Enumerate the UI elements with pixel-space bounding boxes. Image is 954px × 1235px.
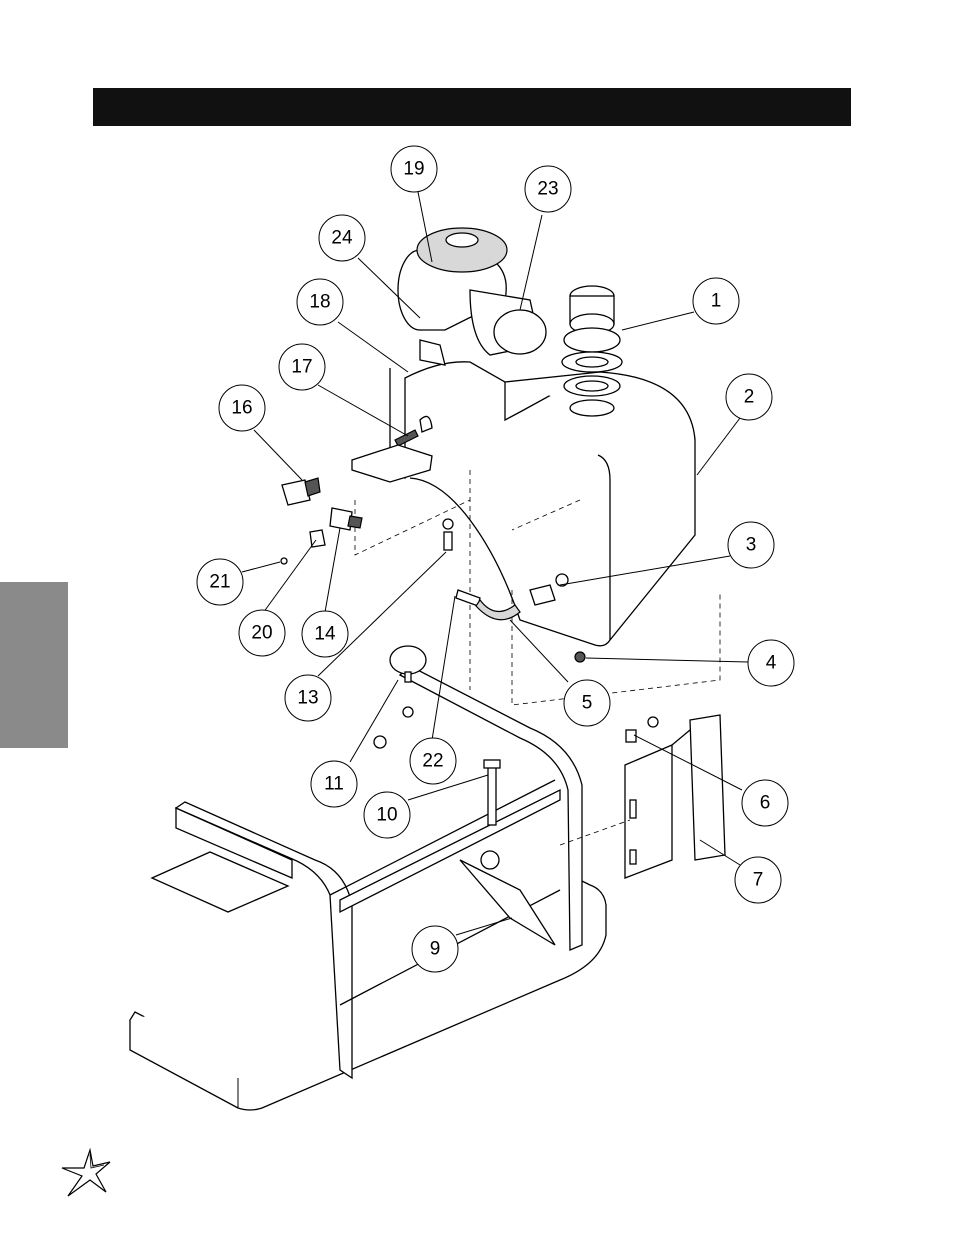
svg-text:19: 19 (403, 159, 424, 180)
svg-text:10: 10 (376, 805, 397, 826)
svg-text:13: 13 (297, 688, 318, 709)
callout-18: 18 (297, 279, 343, 325)
callout-2: 2 (726, 374, 772, 420)
callout-23: 23 (525, 166, 571, 212)
callout-24: 24 (319, 215, 365, 261)
svg-text:20: 20 (251, 623, 272, 644)
callout-21: 21 (197, 559, 243, 605)
svg-text:16: 16 (231, 398, 252, 419)
svg-text:21: 21 (209, 572, 230, 593)
callout-20: 20 (239, 610, 285, 656)
callout-1: 1 (693, 278, 739, 324)
svg-text:3: 3 (746, 535, 757, 556)
callout-3: 3 (728, 522, 774, 568)
callout-7: 7 (735, 857, 781, 903)
callout-17: 17 (279, 344, 325, 390)
callout-10: 10 (364, 792, 410, 838)
svg-text:23: 23 (537, 179, 558, 200)
callout-9: 9 (412, 926, 458, 972)
callout-5: 5 (564, 680, 610, 726)
svg-text:18: 18 (309, 292, 330, 313)
star-burst-logo-icon (60, 1148, 112, 1198)
callout-4: 4 (748, 640, 794, 686)
callout-22: 22 (410, 738, 456, 784)
callout-11: 11 (311, 761, 357, 807)
svg-text:14: 14 (314, 624, 336, 645)
svg-text:4: 4 (766, 653, 777, 674)
svg-text:9: 9 (430, 939, 441, 960)
svg-text:5: 5 (582, 693, 593, 714)
frame-assembly (130, 666, 606, 1110)
svg-text:24: 24 (331, 228, 353, 249)
svg-text:7: 7 (753, 870, 764, 891)
callout-14: 14 (302, 611, 348, 657)
svg-text:17: 17 (291, 357, 312, 378)
callout-6: 6 (742, 780, 788, 826)
svg-text:6: 6 (760, 793, 771, 814)
svg-text:1: 1 (711, 291, 722, 312)
callout-13: 13 (285, 675, 331, 721)
callout-16: 16 (219, 385, 265, 431)
filter-assembly (398, 228, 546, 365)
callout-19: 19 (391, 146, 437, 192)
svg-text:22: 22 (422, 751, 443, 772)
svg-text:2: 2 (744, 387, 755, 408)
svg-text:11: 11 (324, 774, 344, 795)
